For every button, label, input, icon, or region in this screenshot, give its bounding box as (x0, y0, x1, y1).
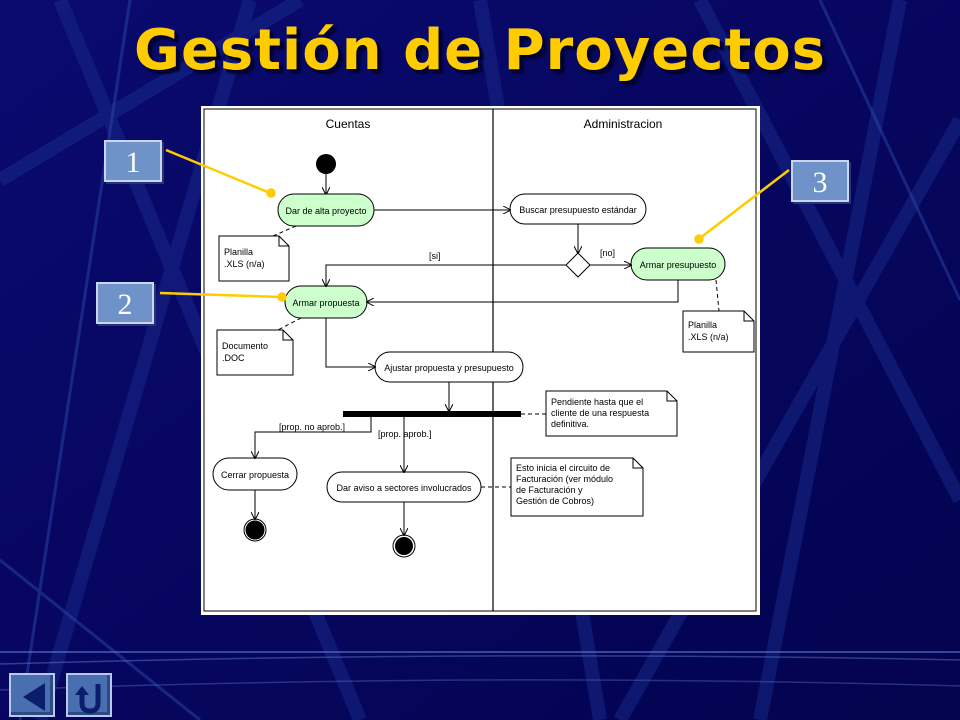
note-planilla-2-line-2: .XLS (n/a) (688, 332, 729, 342)
callout-badge-3: 3 (791, 160, 849, 202)
activity-buscar-presupuesto-label: Buscar presupuesto estándar (519, 205, 637, 215)
note-facturacion-line-2: Facturación (ver módulo (516, 474, 613, 484)
flow-presupuesto-to-propuesta (367, 280, 679, 302)
activity-diagram-canvas: Cuentas Administracion Dar de alta proye… (203, 108, 757, 612)
note-pendiente-line-3: definitiva. (551, 419, 589, 429)
guard-si: [si] (429, 251, 441, 261)
note-facturacion-line-4: Gestión de Cobros) (516, 496, 594, 506)
note-planilla-2-line-1: Planilla (688, 320, 717, 330)
callout-badge-2: 2 (96, 282, 154, 324)
flow-fork-no-aprob (255, 417, 372, 458)
nav-back-button[interactable] (9, 673, 55, 717)
activity-diagram: Cuentas Administracion Dar de alta proye… (201, 106, 760, 615)
note-facturacion-line-3: de Facturación y (516, 485, 583, 495)
note-facturacion-line-1: Esto inicia el circuito de (516, 463, 610, 473)
back-triangle-icon (23, 683, 45, 711)
activity-armar-propuesta-label: Armar propuesta (292, 298, 359, 308)
end-node-cerrar (245, 520, 265, 540)
activity-armar-presupuesto-label: Armar presupuesto (640, 260, 717, 270)
callout-badge-1: 1 (104, 140, 162, 182)
guard-no-aprob: [prop. no aprob.] (279, 422, 345, 432)
note-pendiente (545, 390, 678, 437)
activity-ajustar-label: Ajustar propuesta y presupuesto (384, 363, 514, 373)
activity-dar-aviso-label: Dar aviso a sectores involucrados (336, 483, 472, 493)
note-pendiente-line-2: cliente de una respuesta (551, 408, 649, 418)
note-planilla-1-line-2: .XLS (n/a) (224, 259, 265, 269)
return-arrow-icon (75, 684, 101, 714)
guard-no: [no] (600, 248, 615, 258)
guard-aprob: [prop. aprob.] (378, 429, 432, 439)
flow-propuesta-to-ajustar (325, 318, 375, 367)
note-documento (216, 329, 294, 376)
note-facturacion (510, 457, 644, 517)
fork-bar (343, 411, 521, 417)
end-node-aviso (395, 537, 413, 555)
swimlane-cuentas-label: Cuentas (326, 117, 371, 131)
note-planilla-1-line-1: Planilla (224, 247, 253, 257)
nav-return-button[interactable] (66, 673, 112, 717)
slide-title: Gestión de Proyectos (133, 18, 827, 83)
activity-dar-de-alta-label: Dar de alta proyecto (285, 206, 366, 216)
note-pendiente-line-1: Pendiente hasta que el (551, 397, 643, 407)
note-documento-line-1: Documento (222, 341, 268, 351)
note-planilla-2 (682, 310, 755, 353)
anchor-planilla-2 (715, 279, 720, 312)
anchor-documento (277, 317, 302, 331)
start-node (316, 154, 336, 174)
swimlane-administracion-label: Administracion (584, 117, 663, 131)
note-documento-line-2: .DOC (222, 353, 245, 363)
activity-cerrar-propuesta-label: Cerrar propuesta (221, 470, 289, 480)
decision-node (565, 252, 591, 278)
flow-decision-si (326, 264, 566, 286)
note-planilla-1 (218, 235, 290, 282)
